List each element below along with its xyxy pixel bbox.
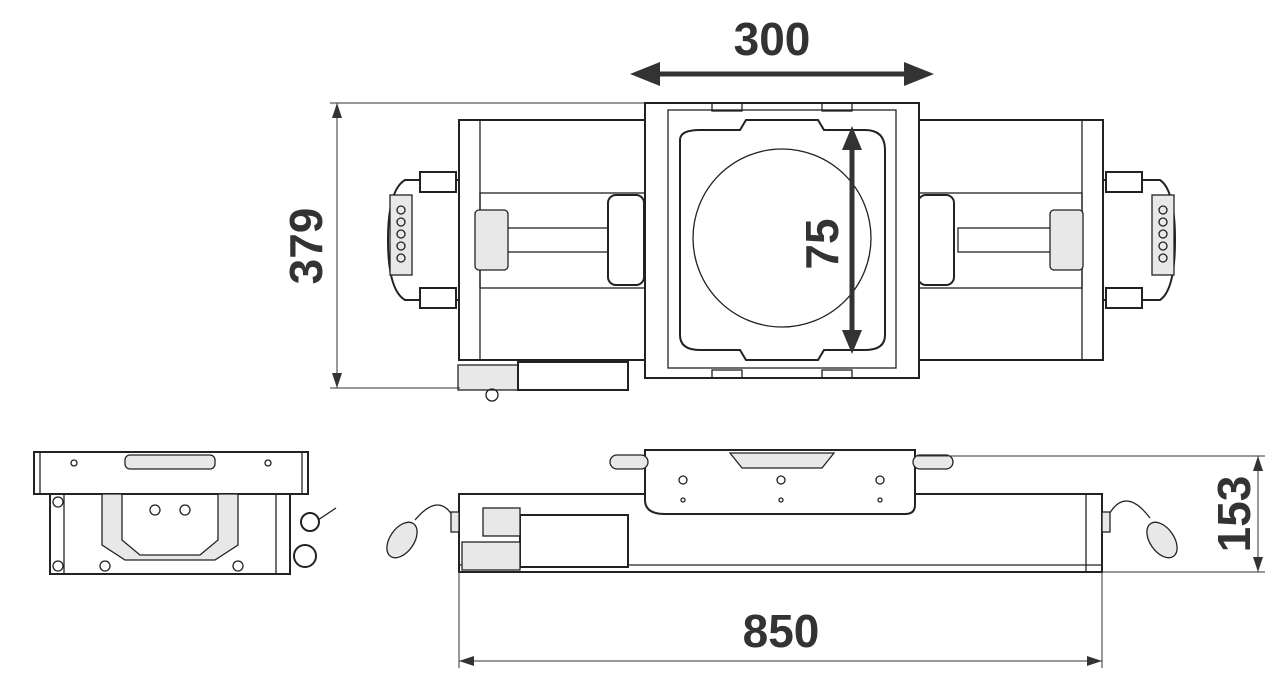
dimension-850: 850	[458, 572, 1103, 668]
dimension-label-300: 300	[734, 13, 811, 65]
dimension-153: 153	[915, 455, 1265, 573]
end-view	[33, 451, 337, 575]
dimension-label-850: 850	[743, 605, 820, 657]
top-view	[386, 102, 1177, 402]
dimension-379: 379	[280, 102, 645, 389]
dimension-label-153: 153	[1208, 476, 1260, 553]
side-view	[386, 449, 1178, 573]
dimension-label-75: 75	[796, 218, 848, 269]
dimension-300: 300	[630, 13, 934, 86]
dimension-75: 75	[796, 126, 862, 354]
dimension-label-379: 379	[280, 208, 332, 285]
